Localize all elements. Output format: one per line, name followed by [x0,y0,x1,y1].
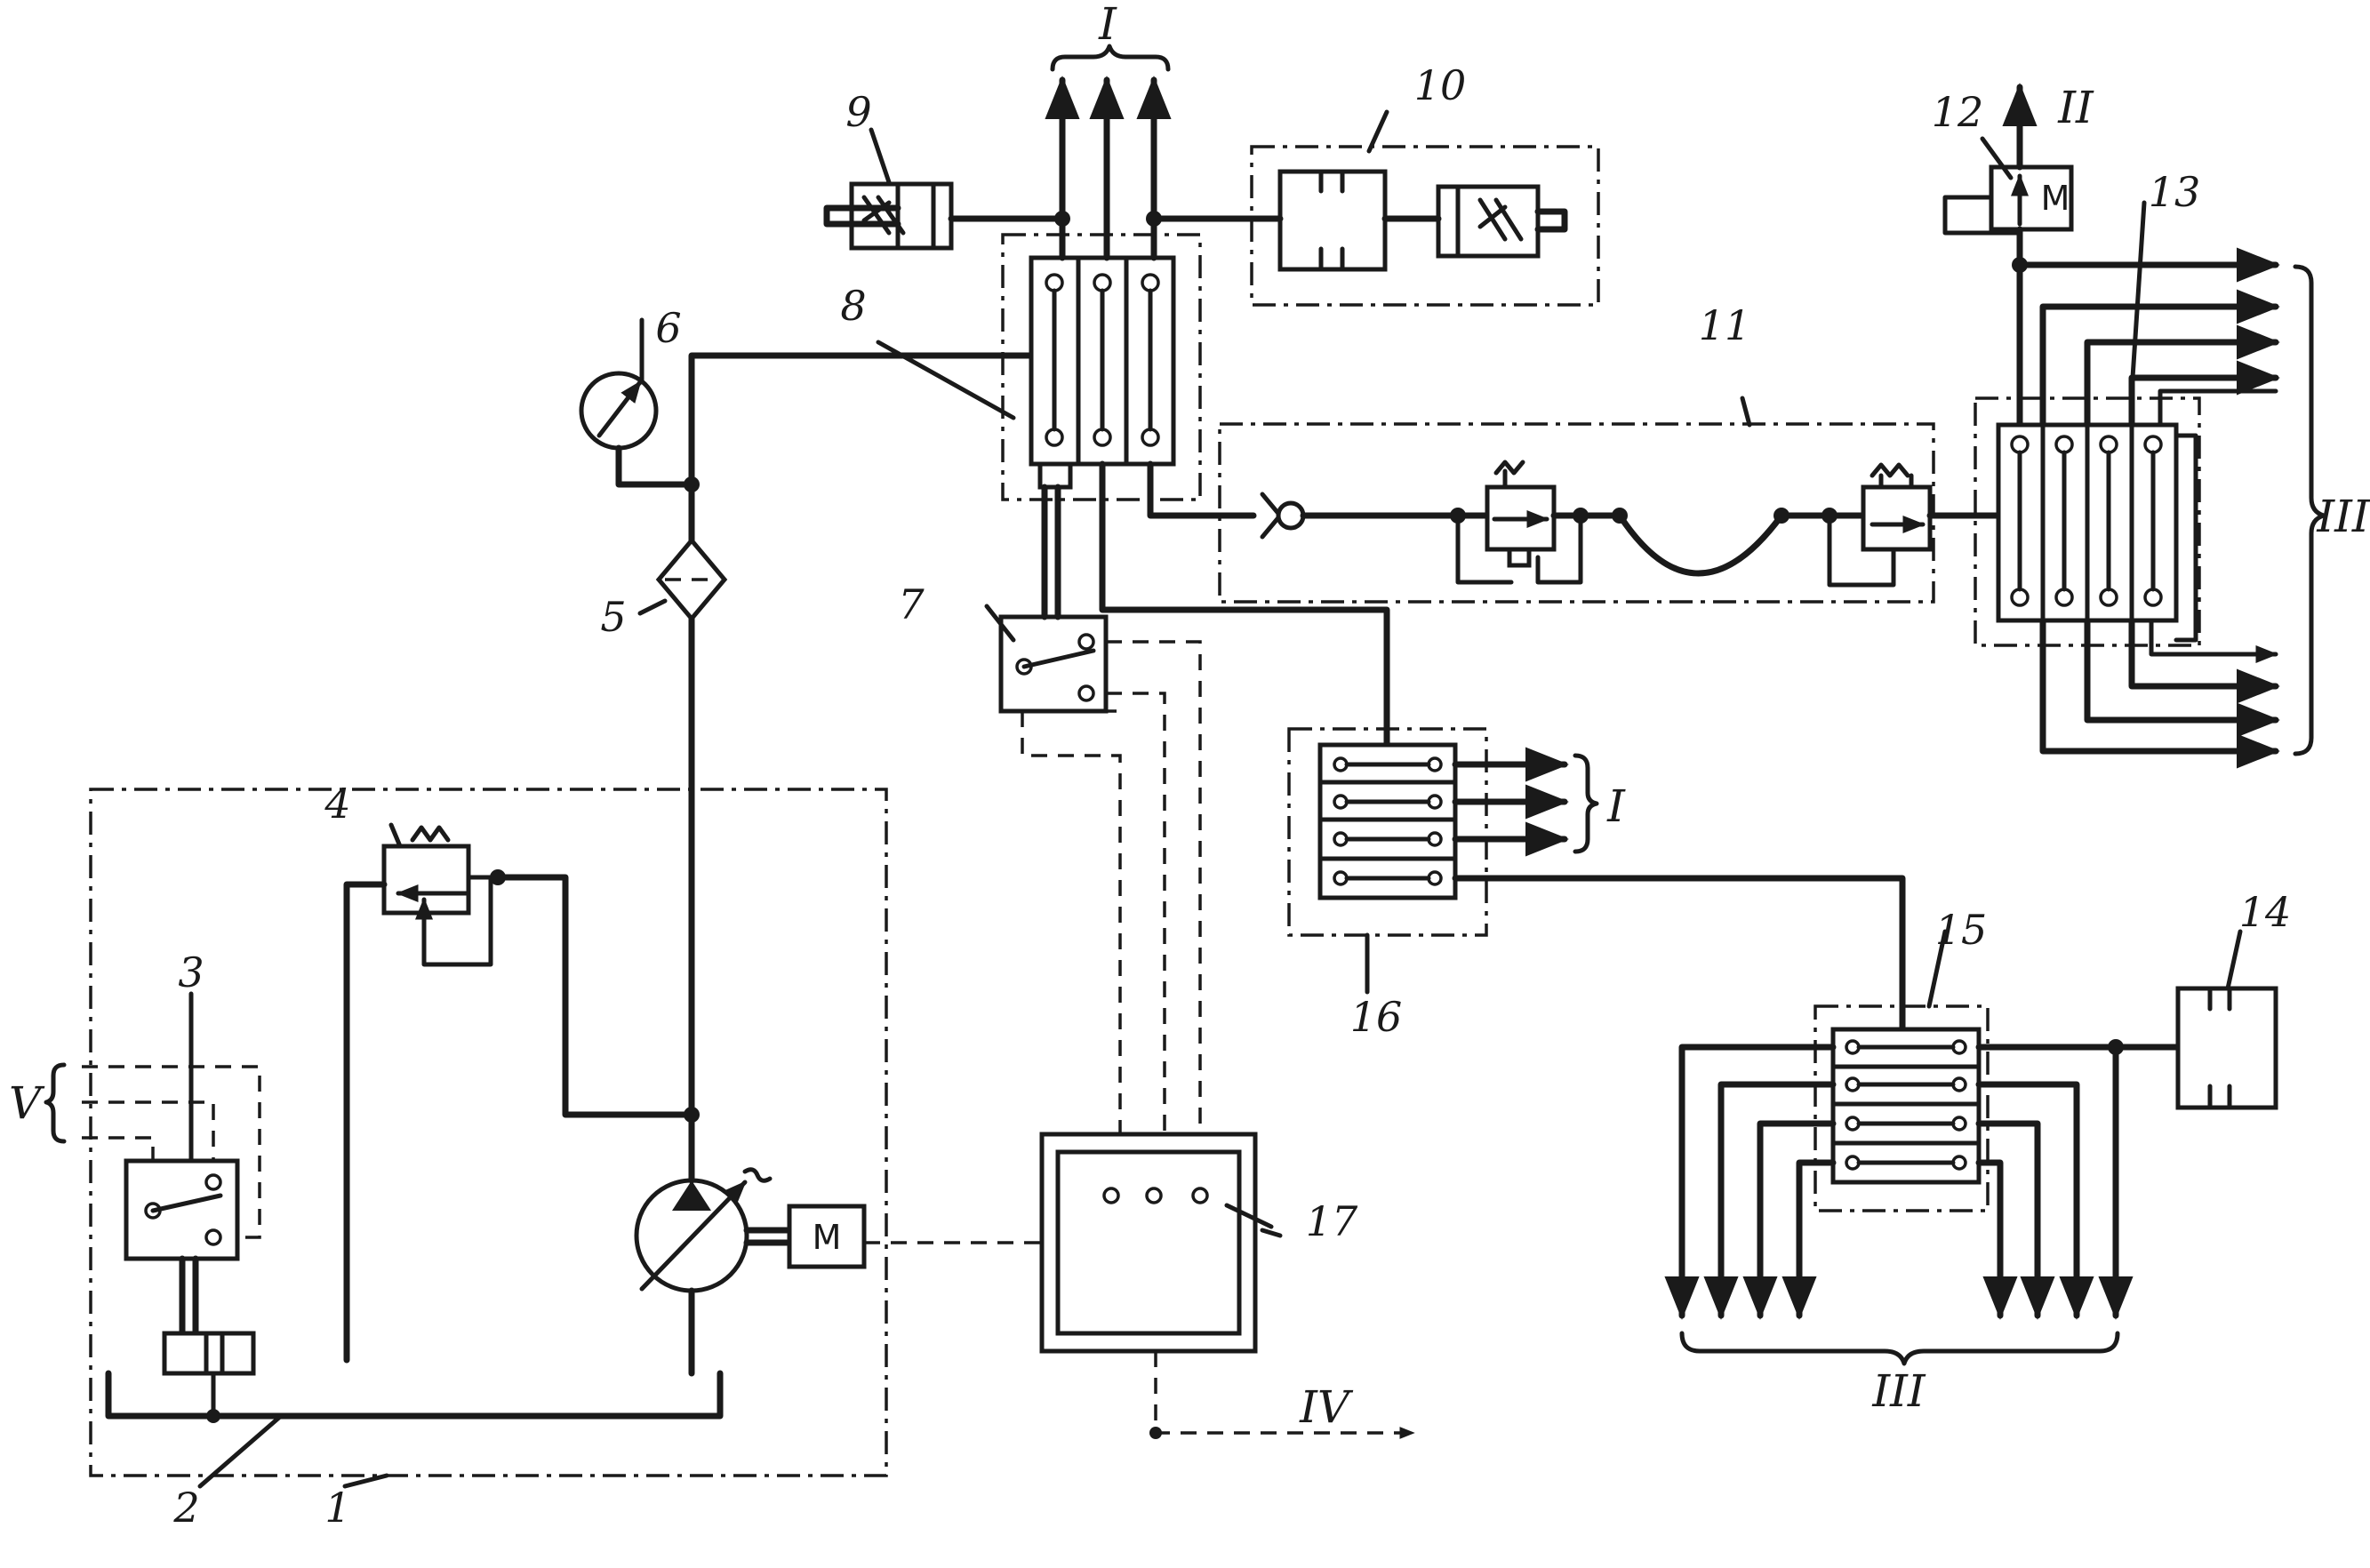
output-label-I-middle: I [1606,780,1626,832]
valve-12-motor-label: M [2041,179,2070,218]
output-label-IV: IV [1299,1381,1354,1433]
label-10: 10 [1414,61,1467,109]
power-unit-1: M [82,788,888,1477]
pump-motor: M [787,1204,867,1269]
cylinder-9 [823,181,1070,251]
level-switch-3 [82,1065,261,1423]
label-11: 11 [1699,301,1751,349]
pressure-gauge-6 [579,371,695,488]
output-label-III-right: III [2316,491,2370,542]
filter-5 [655,537,728,622]
label-12: 12 [1932,88,1984,136]
label-1: 1 [324,1484,350,1532]
pump-motor-label: M [813,1218,842,1257]
label-4: 4 [324,780,350,828]
label-7: 7 [898,580,925,628]
output-label-II: II [2057,82,2094,133]
label-6: 6 [655,304,681,352]
relief-valve-4 [343,825,506,1364]
unit-11 [1218,422,2002,604]
label-14: 14 [2239,888,2292,936]
leader-lines [188,109,2243,1489]
distributor-15 [1664,1004,2134,1320]
control-panel-17 [864,1132,1415,1439]
label-5: 5 [600,593,626,641]
variable-pump [634,1167,790,1293]
selector-switch-7 [998,484,1202,1138]
label-8: 8 [840,282,866,330]
valve-block-8 [1001,233,1202,501]
label-9: 9 [845,88,871,136]
output-label-I-top: I [1098,0,1117,50]
label-16: 16 [1350,993,1403,1041]
unit-10 [1146,145,1600,307]
label-17: 17 [1306,1197,1358,1245]
valve-block-13 [1974,289,2280,769]
label-15: 15 [1935,906,1988,954]
output-label-III-bottom: III [1871,1365,1926,1417]
output-label-V: V [9,1077,45,1129]
label-13: 13 [2149,168,2201,216]
label-2: 2 [172,1484,199,1532]
label-3: 3 [178,948,204,996]
valve-12: M [1942,83,2280,428]
receiver-14 [2108,986,2278,1110]
distributor-16 [1287,727,1906,1044]
